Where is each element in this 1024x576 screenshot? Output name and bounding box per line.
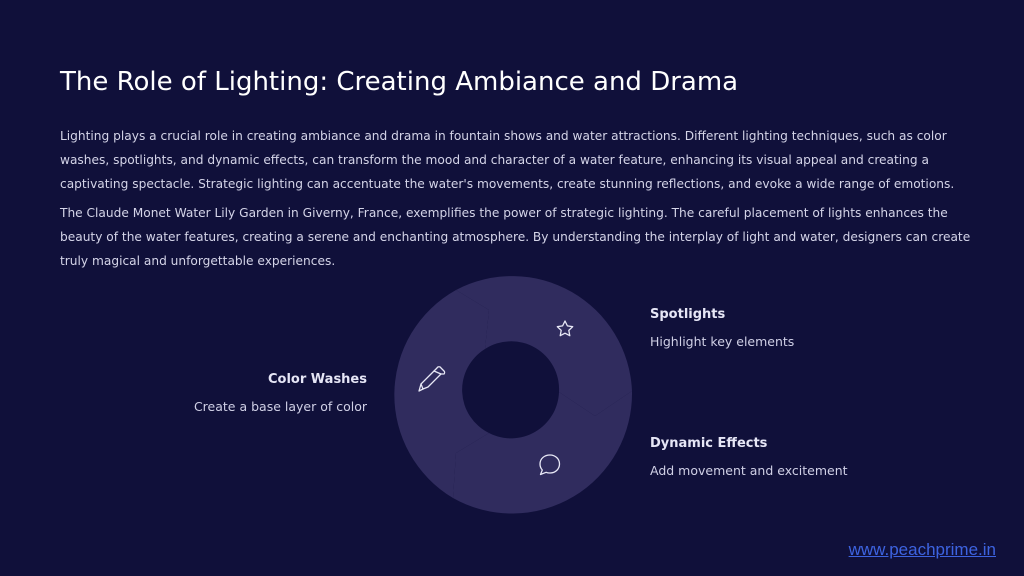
slide-title: The Role of Lighting: Creating Ambiance … — [60, 67, 739, 97]
color-washes-description: Create a base layer of color — [193, 399, 367, 414]
cycle-segment-color-washes — [394, 290, 489, 498]
cycle-diagram — [389, 270, 635, 516]
footer-website-link[interactable]: www.peachprime.in — [848, 540, 996, 559]
example-paragraph: The Claude Monet Water Lily Garden in Gi… — [60, 206, 971, 268]
brush-icon — [418, 366, 446, 392]
color-washes-title: Color Washes — [268, 372, 367, 387]
chat-bubble-icon — [539, 454, 561, 476]
dynamic-effects-description: Add movement and excitement — [650, 463, 848, 478]
intro-paragraph: Lighting plays a crucial role in creatin… — [60, 129, 955, 191]
cycle-segment-spotlights — [456, 276, 632, 416]
cycle-segment-dynamic-effects — [453, 391, 633, 514]
spotlights-title: Spotlights — [650, 307, 726, 322]
star-icon — [556, 320, 574, 337]
dynamic-effects-title: Dynamic Effects — [650, 436, 768, 451]
spotlights-description: Highlight key elements — [650, 334, 795, 349]
